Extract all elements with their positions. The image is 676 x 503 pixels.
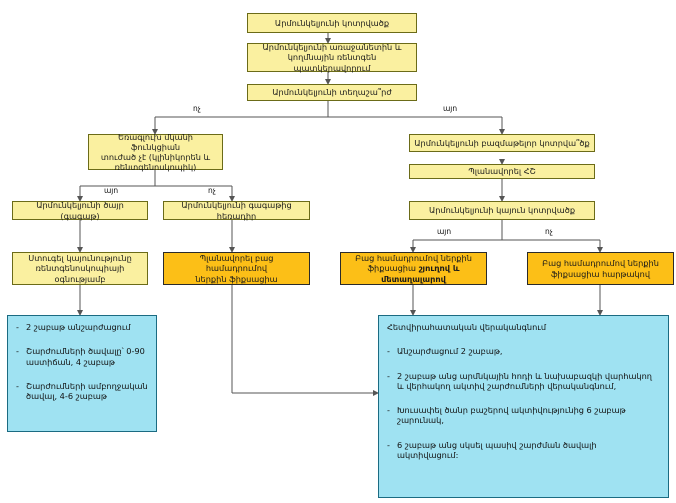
node-postop-rehab-panel[interactable]: Հետվիրահատական վերականգնում - Անշարժացու… — [378, 315, 669, 498]
dash-bullet: - — [16, 322, 19, 332]
node-label: Արմունկելյունի կոտրվածք — [274, 17, 390, 28]
panel-header: Հետվիրահատական վերականգնում — [387, 322, 547, 332]
node-check-stability-fluoroscopy[interactable]: Ստուգել կայունությունը ռենտգենոսկոպիայի … — [12, 252, 148, 285]
dash-bullet: - — [387, 405, 390, 415]
edge-label-yes-3: այո — [437, 227, 452, 236]
node-plan-orif[interactable]: Պլանավորել բաց համադրումով ներքին ֆիքսաց… — [163, 252, 310, 285]
node-label: Արմունկելյունի կայուն կոտրվածք — [428, 205, 576, 216]
dash-bullet: - — [387, 370, 390, 381]
node-triceps-function-intact[interactable]: Եռագլուխ մկանի ֆունկցիան տուժած չէ (կլին… — [88, 131, 223, 173]
dash-bullet: - — [16, 380, 19, 391]
node-label: Պլանավորել ՀՇ — [468, 166, 536, 177]
node-label: Արմունկելյունի տեղաշա՞րժ — [272, 87, 392, 98]
list-item: - Խուսափել ծանր բաշերով ակտիվությունից 6… — [387, 405, 626, 426]
node-label: Բաց համադրումով ներքին ֆիքսացիա հարթակով — [542, 258, 659, 279]
node-plan-ct[interactable]: Պլանավորել ՀՇ — [409, 164, 595, 179]
edge-label-no-1: ոչ — [193, 104, 201, 113]
node-elbow-fracture[interactable]: Արմունկելյունի կոտրվածք — [247, 13, 417, 33]
list-item: - 2 շաբաթ անշարժացում — [16, 322, 131, 332]
edge-label-yes-2: այո — [104, 186, 119, 195]
dash-bullet: - — [387, 346, 390, 357]
list-item: - 2 շաբաթ անց արմնկային հոդի և նախաբազկի… — [387, 370, 652, 391]
node-label: Բաց համադրումով ներքին ֆիքսացիա շյուղով … — [345, 253, 482, 284]
node-xray-imaging[interactable]: Արմունկելյունի առաջանետին և կողմնային ռե… — [247, 42, 417, 73]
node-label: Ստուգել կայունությունը ռենտգենոսկոպիայի … — [28, 253, 132, 284]
edge-label-no-3: ոչ — [545, 227, 553, 236]
node-label: Եռագլուխ մկանի ֆունկցիան տուժած չէ (կլին… — [100, 131, 211, 173]
list-item: - Շարժումների ծավալը՝ 0-90 աստիճան, 4 շա… — [16, 346, 145, 367]
node-label: Արմունկելյունի առաջանետին և կողմնային ռե… — [262, 42, 402, 73]
node-label: Արմունկելյունի բազմաթելոր կոտրվա՞ծք — [414, 137, 590, 148]
node-label-line2: ֆիքսացիա շյուղով և մետաղալարով — [367, 263, 460, 284]
list-item: - Շարժումների ամբողջական ծավալ, 4-6 շաբա… — [16, 380, 148, 401]
list-item: - Անշարժացում 2 շաբաթ, — [387, 346, 503, 357]
dash-bullet: - — [16, 346, 19, 357]
node-olecranon-tip[interactable]: Արմունկելյունի ծայր (գագաթ) — [12, 200, 148, 221]
node-orif-wire-tension-band[interactable]: Բաց համադրումով ներքին ֆիքսացիա շյուղով … — [340, 252, 487, 285]
dash-bullet: - — [387, 439, 390, 450]
edge-label-yes-1: այո — [443, 104, 458, 113]
node-label: Արմունկելյունի ծայր (գագաթ) — [36, 200, 124, 221]
list-item: - 6 շաբաթ անց սկսել պասիվ շարժման ծավալի… — [387, 439, 597, 460]
edge-label-no-2: ոչ — [208, 186, 216, 195]
node-orif-plate[interactable]: Բաց համադրումով ներքին ֆիքսացիա հարթակով — [527, 252, 674, 285]
node-conservative-rehab-panel[interactable]: - 2 շաբաթ անշարժացում - Շարժումների ծավա… — [7, 315, 157, 432]
node-comminuted-fracture-question[interactable]: Արմունկելյունի բազմաթելոր կոտրվա՞ծք — [409, 134, 595, 152]
node-label: Պլանավորել բաց համադրումով ներքին ֆիքսաց… — [195, 253, 278, 284]
node-stable-fracture[interactable]: Արմունկելյունի կայուն կոտրվածք — [409, 201, 595, 220]
node-distal-to-tip[interactable]: Արմունկելյունի գագաթից հեռադիր — [163, 200, 310, 221]
node-label: Արմունկելյունի գագաթից հեռադիր — [181, 200, 292, 221]
node-displacement-question[interactable]: Արմունկելյունի տեղաշա՞րժ — [247, 84, 417, 101]
